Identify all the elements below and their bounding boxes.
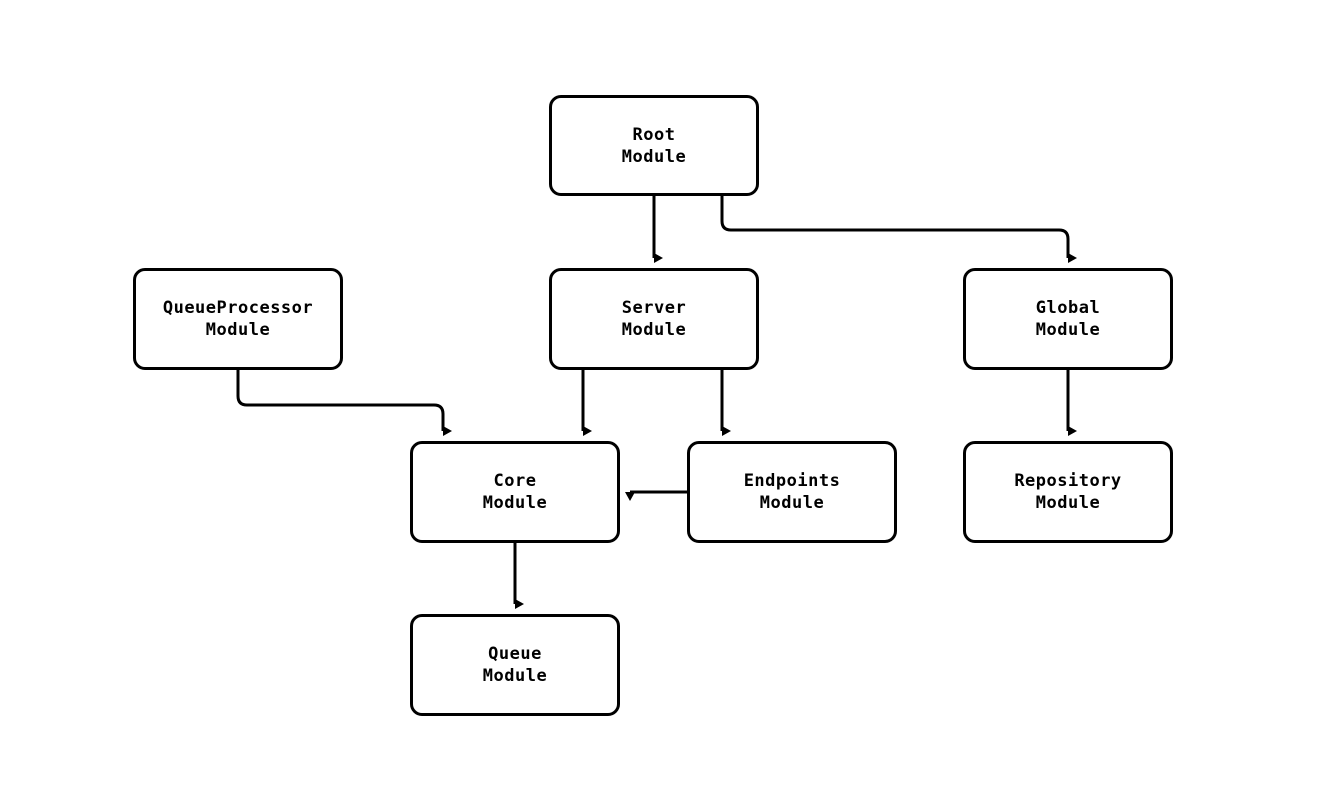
node-label: Repository Module [1014,471,1122,513]
node-label: Server Module [621,298,687,340]
node-global-module[interactable]: Global Module [963,268,1173,370]
node-label: Root Module [621,124,687,167]
node-label: Core Module [482,471,548,513]
node-queue-module[interactable]: Queue Module [410,614,620,716]
edge-queueprocessor-to-core [236,370,452,436]
node-root-module[interactable]: Root Module [549,95,759,196]
edge-root-to-global [720,196,1077,263]
node-repository-module[interactable]: Repository Module [963,441,1173,543]
node-server-module[interactable]: Server Module [549,268,759,370]
node-label: Queue Module [482,644,548,686]
node-endpoints-module[interactable]: Endpoints Module [687,441,897,543]
node-label: QueueProcessor Module [162,298,314,340]
node-core-module[interactable]: Core Module [410,441,620,543]
node-queueprocessor-module[interactable]: QueueProcessor Module [133,268,343,370]
node-label: Global Module [1035,298,1101,340]
node-label: Endpoints Module [743,471,841,513]
